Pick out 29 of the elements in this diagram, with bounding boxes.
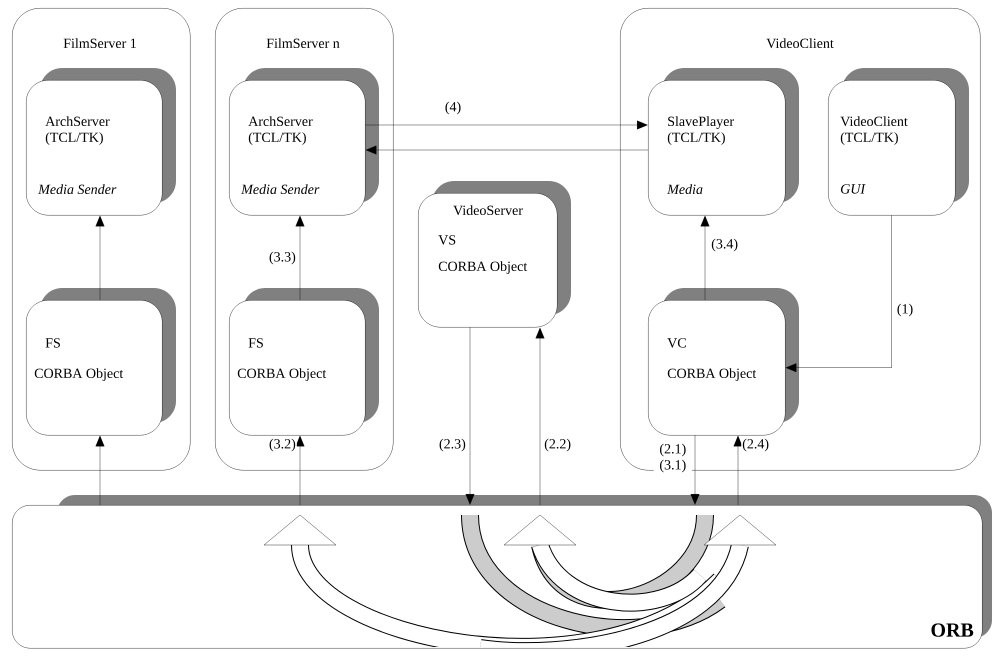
arrow [365, 120, 648, 130]
edge-label: (2.2) [543, 438, 572, 452]
process-box: VC CORBA Object [648, 288, 799, 436]
process-box: ArchServer (TCL/TK) Media Sender [229, 68, 379, 216]
process-box: SlavePlayer (TCL/TK) Media [648, 68, 799, 216]
arrow [96, 436, 104, 506]
process-box: FS CORBA Object [26, 288, 176, 436]
process-box: FS CORBA Object [229, 288, 379, 436]
arrow [296, 436, 304, 506]
edge-label: (2.3) [438, 438, 467, 452]
arrow [466, 327, 474, 505]
process-box: VideoServer VS CORBA Object [418, 181, 571, 328]
edge-label: (3.4) [710, 238, 740, 252]
arrow [296, 216, 304, 300]
arrow [366, 146, 648, 154]
edge-label: (3.3) [268, 250, 297, 266]
edge-label: (1) [896, 302, 914, 318]
arrow [536, 328, 544, 506]
arrow [786, 215, 892, 372]
edge-label: (4) [444, 100, 462, 116]
edge-label: (2.1) (3.1) [654, 442, 692, 474]
arrow [700, 216, 710, 300]
edge-label: (2.4) [741, 438, 770, 452]
arrow [690, 435, 700, 505]
arrow [734, 436, 742, 506]
edge-label: (3.2) [268, 438, 297, 452]
arrow [96, 216, 104, 300]
process-box: VideoClient (TCL/TK) GUI [828, 68, 970, 216]
process-box: ArchServer (TCL/TK) Media Sender [26, 68, 176, 216]
